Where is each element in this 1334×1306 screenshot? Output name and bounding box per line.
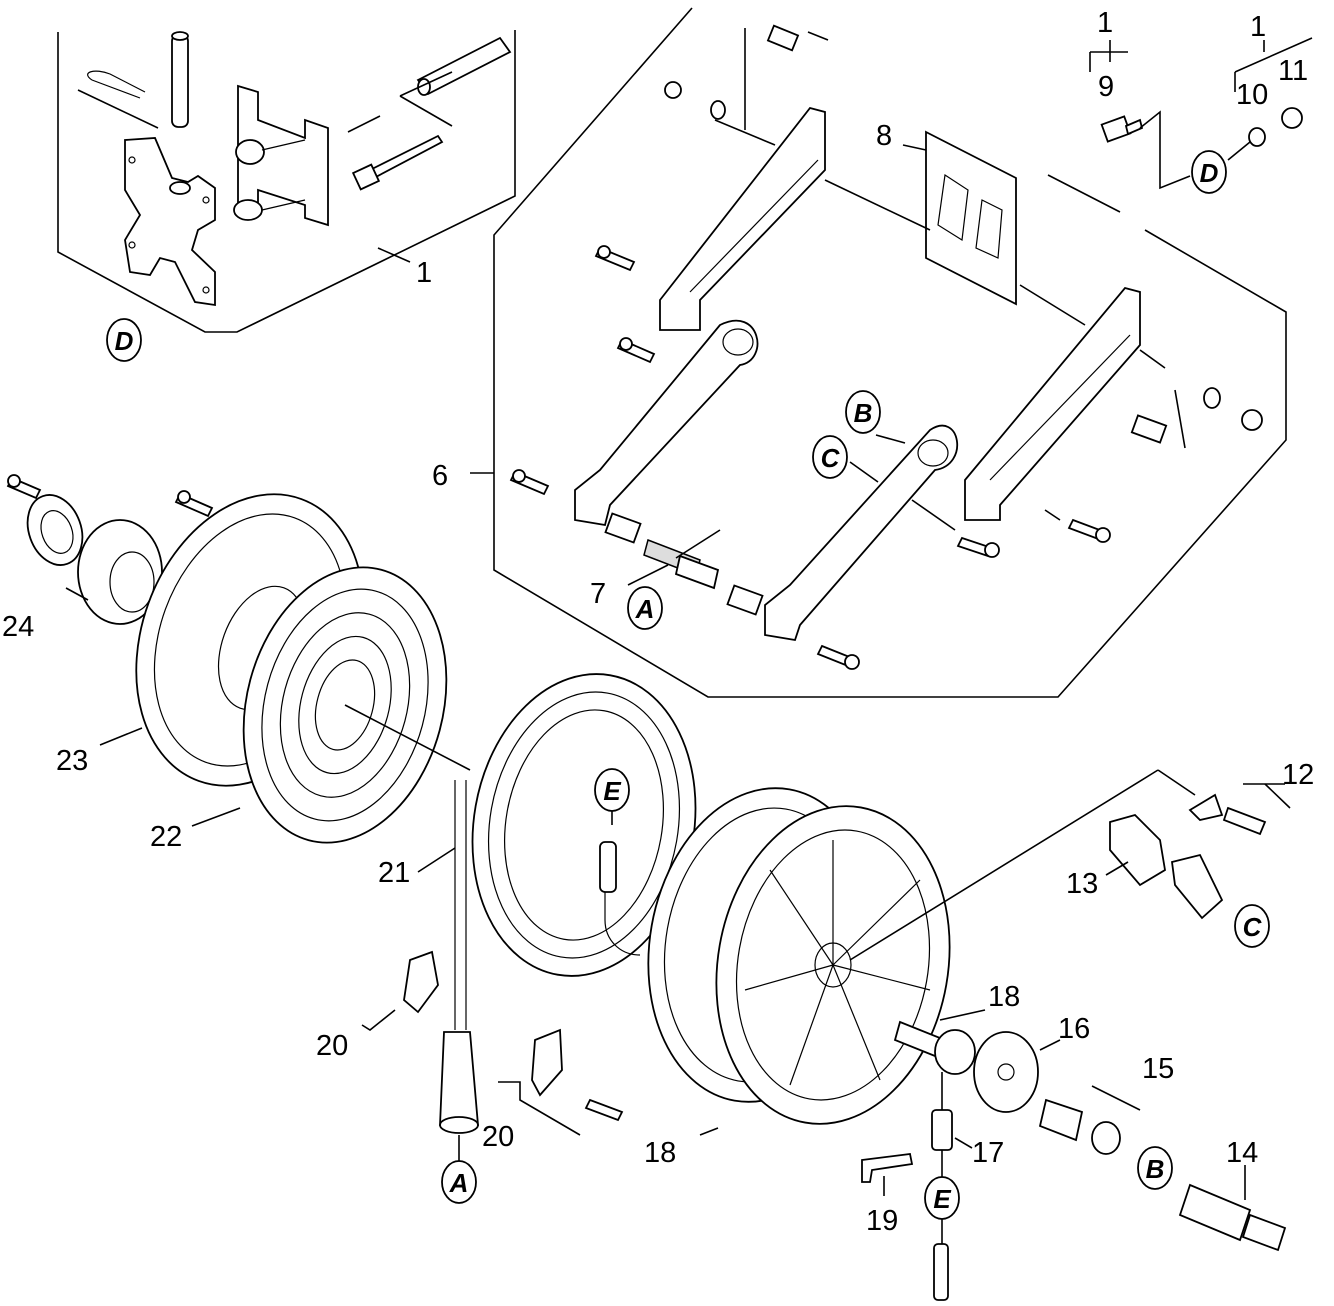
callout-7: 7 [590, 578, 606, 610]
callout-14: 14 [1226, 1137, 1258, 1169]
callout-19: 19 [866, 1205, 898, 1237]
wall-bracket-group [57, 30, 516, 333]
ref-d-left: D [106, 318, 142, 362]
svg-text:B: B [854, 398, 873, 428]
callout-20-a: 20 [316, 1030, 348, 1062]
svg-text:B: B [1146, 1154, 1165, 1184]
callout-20-b: 20 [482, 1121, 514, 1153]
callout-15: 15 [1142, 1053, 1174, 1085]
callout-1-bracket: 1 [416, 257, 432, 289]
callout-23: 23 [56, 745, 88, 777]
callout-6: 6 [432, 460, 448, 492]
frame-group [470, 7, 1287, 698]
callout-10: 10 [1236, 79, 1268, 111]
ref-b-upper: B [845, 390, 881, 434]
ref-e-upper: E [594, 768, 630, 812]
svg-text:A: A [449, 1168, 469, 1198]
ref-d-right: D [1191, 150, 1227, 194]
callout-18-b: 18 [644, 1137, 676, 1169]
callout-13: 13 [1066, 868, 1098, 900]
callout-12: 12 [1282, 759, 1314, 791]
callout-18-a: 18 [988, 981, 1020, 1013]
reference-bubbles: D D B C A E C B [106, 150, 1270, 1220]
svg-text:A: A [635, 594, 655, 624]
callout-1-top-b: 1 [1250, 11, 1266, 43]
callout-17: 17 [972, 1137, 1004, 1169]
callout-9: 9 [1098, 71, 1114, 103]
ref-a-upper: A [627, 586, 663, 630]
svg-text:C: C [1243, 912, 1263, 942]
callout-24: 24 [2, 611, 34, 643]
svg-text:E: E [603, 776, 621, 806]
callout-22: 22 [150, 821, 182, 853]
callout-16: 16 [1058, 1013, 1090, 1045]
ref-b-lower: B [1137, 1146, 1173, 1190]
ref-e-lower: E [924, 1176, 960, 1220]
svg-text:D: D [115, 326, 134, 356]
callout-labels: 1 9 1 10 11 8 1 6 7 24 23 22 21 12 13 20… [2, 7, 1314, 1237]
callout-8: 8 [876, 120, 892, 152]
drum-group [361, 769, 1291, 1301]
callout-21: 21 [378, 857, 410, 889]
svg-text:C: C [821, 443, 841, 473]
reel-group [6, 474, 697, 1165]
svg-text:E: E [933, 1184, 951, 1214]
callout-11: 11 [1278, 55, 1308, 87]
ref-c-upper: C [812, 435, 848, 479]
fastener-group [1089, 37, 1313, 190]
callout-1-top-a: 1 [1097, 7, 1113, 39]
svg-text:D: D [1200, 158, 1219, 188]
ref-a-lower: A [441, 1160, 477, 1204]
ref-c-right: C [1234, 904, 1270, 948]
